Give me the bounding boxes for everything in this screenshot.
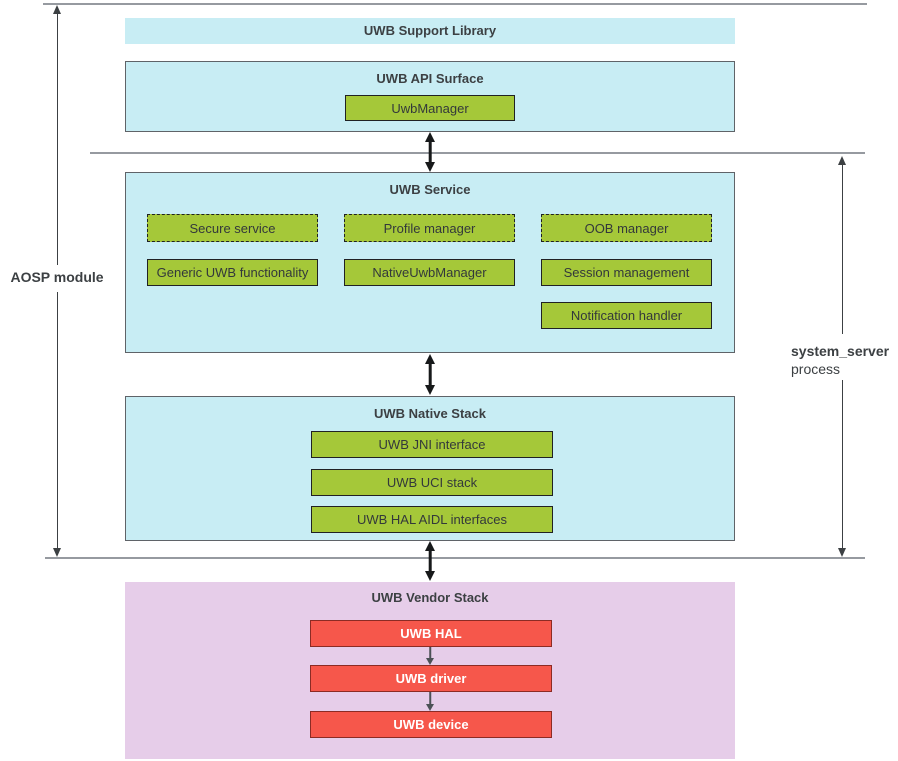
system-server-arrow-up-icon (838, 156, 846, 165)
service-native-double-arrow-icon (422, 354, 438, 395)
aosp-module-label: AOSP module (10, 269, 104, 285)
service-box: UWB Service Secure service Profile manag… (125, 172, 735, 353)
session-management-box: Session management (541, 259, 712, 286)
native-vendor-double-arrow-icon (422, 541, 438, 581)
vendor-boundary-line (45, 557, 865, 559)
support-library-box: UWB Support Library (125, 18, 735, 44)
uwbmanager-box: UwbManager (345, 95, 515, 121)
service-title: UWB Service (389, 182, 471, 197)
api-service-double-arrow-icon (422, 132, 438, 172)
aosp-arrow-down-icon (53, 548, 61, 557)
native-stack-title: UWB Native Stack (374, 406, 486, 421)
native-stack-box: UWB Native Stack UWB JNI interface UWB U… (125, 396, 735, 541)
secure-service-box: Secure service (147, 214, 318, 242)
uwb-hal-box: UWB HAL (310, 620, 552, 647)
notification-handler-box: Notification handler (541, 302, 712, 329)
uwb-hal-aidl-interfaces-box: UWB HAL AIDL interfaces (311, 506, 553, 533)
system-server-label: system_server process (791, 342, 891, 378)
support-library-title: UWB Support Library (363, 23, 497, 38)
system-server-arrow-shaft-bottom (841, 380, 844, 549)
hal-driver-arrow-icon (425, 647, 435, 665)
system-server-arrow-down-icon (838, 548, 846, 557)
aosp-arrow-shaft-bottom (56, 292, 59, 549)
system-server-arrow-shaft-top (841, 164, 844, 334)
framework-boundary-line (90, 152, 865, 154)
api-surface-title: UWB API Surface (376, 71, 484, 86)
vendor-stack-box: UWB Vendor Stack UWB HAL UWB driver UWB … (125, 582, 735, 759)
uwb-device-box: UWB device (310, 711, 552, 738)
oob-manager-box: OOB manager (541, 214, 712, 242)
top-boundary-line (43, 3, 867, 5)
generic-uwb-functionality-box: Generic UWB functionality (147, 259, 318, 286)
system-server-label-line1: system_server (791, 343, 890, 359)
profile-manager-box: Profile manager (344, 214, 515, 242)
aosp-arrow-up-icon (53, 5, 61, 14)
uwb-driver-box: UWB driver (310, 665, 552, 692)
driver-device-arrow-icon (425, 692, 435, 711)
api-surface-box: UWB API Surface UwbManager (125, 61, 735, 132)
vendor-stack-title: UWB Vendor Stack (371, 590, 489, 605)
aosp-arrow-shaft-top (56, 13, 59, 265)
uwb-uci-stack-box: UWB UCI stack (311, 469, 553, 496)
uwb-jni-interface-box: UWB JNI interface (311, 431, 553, 458)
native-uwb-manager-box: NativeUwbManager (344, 259, 515, 286)
system-server-label-line2: process (791, 361, 841, 378)
